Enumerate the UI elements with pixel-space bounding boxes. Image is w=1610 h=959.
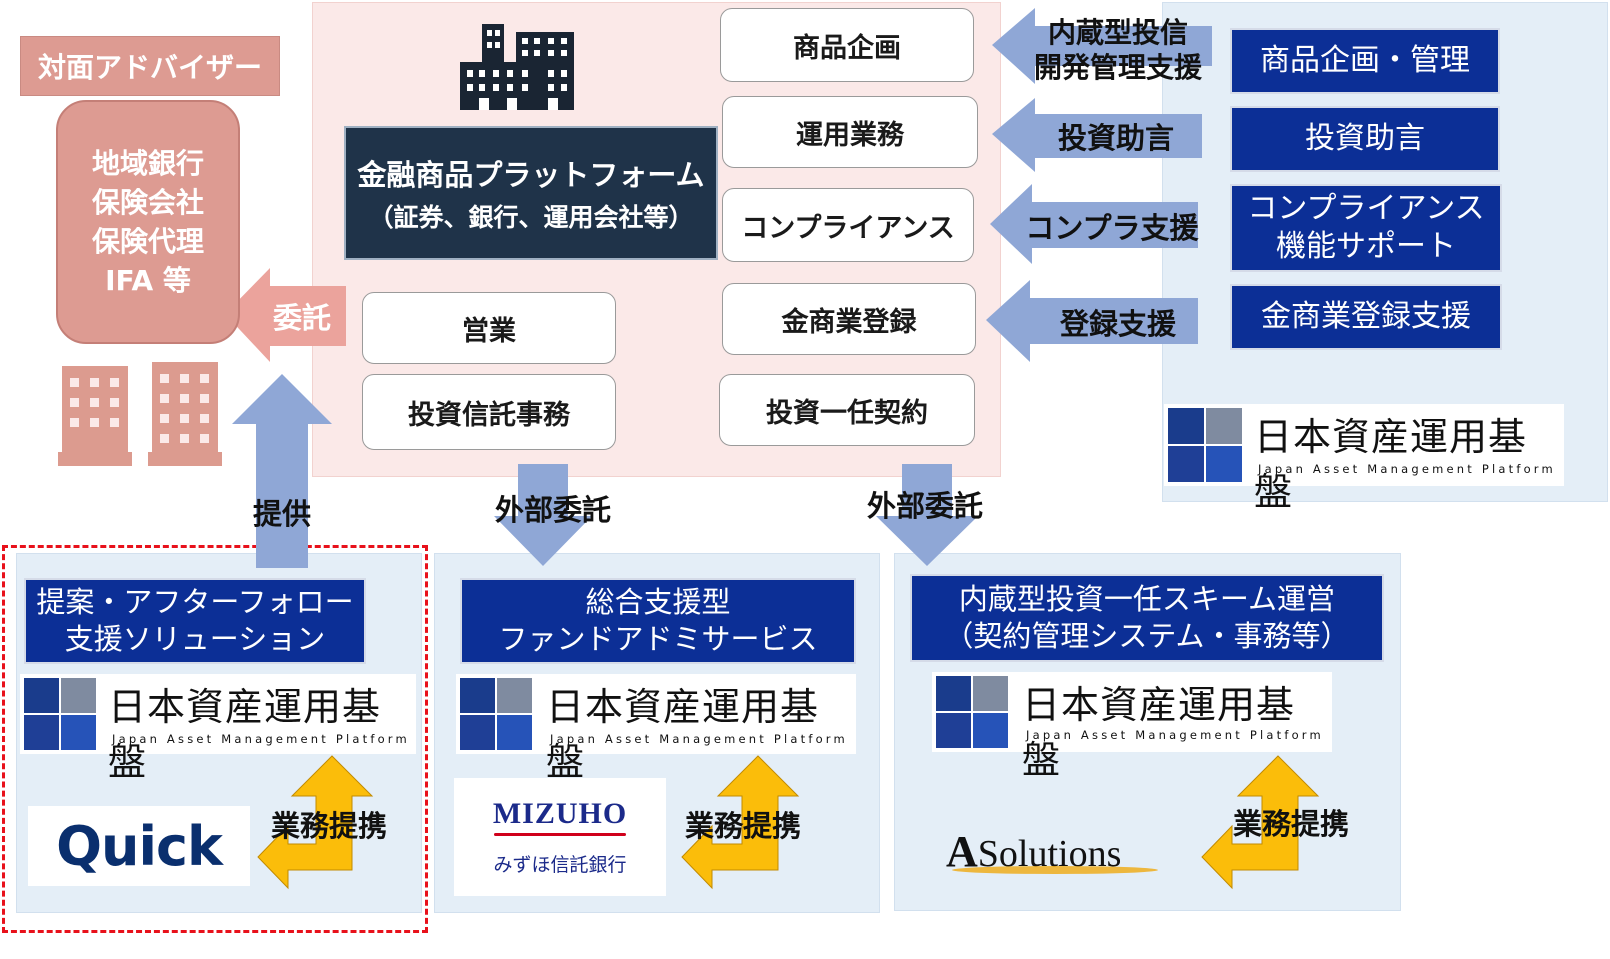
jamp-logo: 日本資産運用基盤 Japan Asset Management Platform — [1164, 404, 1564, 514]
asolutions-logo-swoosh — [952, 866, 1158, 874]
jamp-logo-english: Japan Asset Management Platform — [112, 732, 410, 746]
function-box: 営業 — [362, 292, 616, 364]
advisor-line: IFA 等 — [105, 264, 191, 298]
support-label: コンプラ支援 — [1025, 211, 1199, 245]
jamp-service-box: 商品企画・管理 — [1230, 28, 1500, 94]
alliance-arrow-3 — [1201, 755, 1320, 890]
arrow-entrust — [225, 268, 346, 362]
jamp-logo-name: 日本資産運用基盤 — [108, 685, 382, 784]
function-box: コンプライアンス — [722, 188, 974, 262]
arrow-support-1 — [992, 8, 1212, 84]
entrust-label: 委託 — [272, 301, 331, 335]
function-box: 投資信託事務 — [362, 374, 616, 450]
building-icon — [58, 362, 222, 466]
advisor-line: 保険代理 — [91, 225, 204, 258]
advisor-line: 保険会社 — [91, 185, 204, 219]
function-box: 投資一任契約 — [719, 374, 975, 446]
quick-logo: Quick — [28, 806, 250, 886]
asolutions-logo: ASolutions — [946, 826, 1166, 886]
service-box: 内蔵型投資一任スキーム運営 （契約管理システム・事務等） — [910, 574, 1384, 662]
mizuho-logo-text: MIZUHO — [492, 797, 628, 830]
arrow-provide — [232, 374, 332, 568]
arrow-support-3 — [990, 184, 1198, 264]
jamp-logo-mark — [24, 678, 96, 750]
outsource-label: 外部委託 — [494, 493, 611, 527]
jamp-logo-mark — [1168, 408, 1242, 482]
highlight-dashed-border — [2, 545, 428, 933]
jamp-logo-name: 日本資産運用基盤 — [1022, 683, 1296, 782]
alliance-arrow-1 — [257, 755, 374, 890]
jamp-logo-mark — [936, 676, 1008, 748]
jamp-logo: 日本資産運用基盤 Japan Asset Management Platform — [20, 674, 416, 784]
jamp-logo: 日本資産運用基盤 Japan Asset Management Platform — [456, 674, 856, 784]
service-box: 総合支援型 ファンドアドミサービス — [460, 578, 856, 664]
support-label: 投資助言 — [1057, 121, 1174, 155]
platform-box: 金融商品プラットフォーム （証券、銀行、運用会社等） — [344, 126, 718, 260]
outsource-label: 外部委託 — [866, 489, 983, 523]
jamp-logo-english: Japan Asset Management Platform — [1026, 728, 1324, 742]
service-box: 提案・アフターフォロー 支援ソリューション — [24, 578, 366, 664]
jamp-logo-name: 日本資産運用基盤 — [546, 685, 820, 784]
alliance-label: 業務提携 — [684, 809, 801, 843]
office-building-icon — [460, 24, 574, 110]
advisor-title: 対面アドバイザー — [20, 36, 280, 96]
advisor-line: 地域銀行 — [91, 146, 204, 180]
quick-logo-text: Quick — [56, 814, 223, 878]
jamp-service-box: 金商業登録支援 — [1230, 284, 1502, 350]
function-box: 金商業登録 — [722, 283, 976, 355]
arrow-outsource-2 — [876, 464, 978, 566]
function-box: 運用業務 — [722, 96, 978, 168]
jamp-service-box: 投資助言 — [1230, 106, 1500, 172]
support-label: 登録支援 — [1059, 307, 1176, 341]
platform-subtitle: （証券、銀行、運用会社等） — [368, 203, 694, 232]
arrow-outsource-1 — [494, 464, 592, 566]
mizuho-logo-swoosh — [494, 833, 626, 836]
arrow-support-4 — [986, 280, 1198, 362]
jamp-logo-name: 日本資産運用基盤 — [1254, 415, 1528, 514]
arrow-support-2 — [992, 98, 1202, 172]
jamp-logo-mark — [460, 678, 532, 750]
provide-label: 提供 — [252, 497, 311, 531]
alliance-label: 業務提携 — [1232, 807, 1349, 841]
jamp-logo: 日本資産運用基盤 Japan Asset Management Platform — [932, 672, 1332, 782]
jamp-logo-english: Japan Asset Management Platform — [1258, 462, 1556, 476]
mizuho-logo-jp: みずほ信託銀行 — [493, 854, 627, 876]
jamp-logo-english: Japan Asset Management Platform — [550, 732, 848, 746]
platform-title: 金融商品プラットフォーム — [357, 158, 705, 192]
alliance-arrow-2 — [681, 755, 800, 890]
function-box: 商品企画 — [720, 8, 974, 82]
advisor-box: 地域銀行 保険会社 保険代理 IFA 等 — [56, 100, 240, 344]
support-label: 内蔵型投信 開発管理支援 — [1033, 16, 1202, 84]
jamp-service-box: コンプライアンス 機能サポート — [1230, 184, 1502, 272]
alliance-label: 業務提携 — [270, 809, 387, 843]
mizuho-logo: MIZUHO みずほ信託銀行 — [454, 778, 666, 896]
